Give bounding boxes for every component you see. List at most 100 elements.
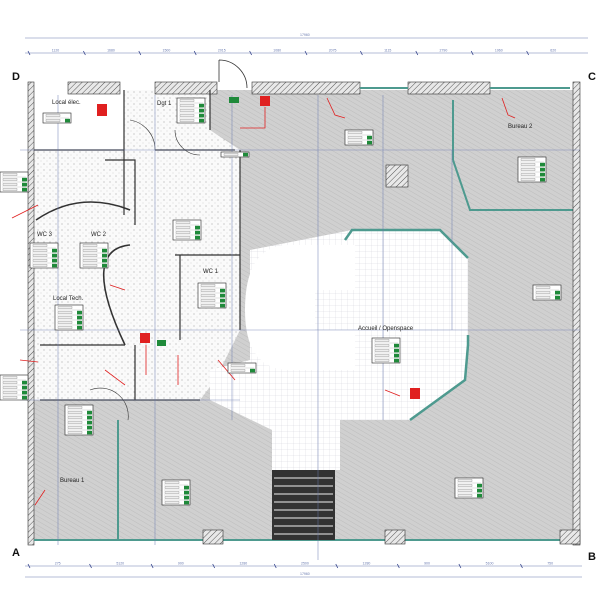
status-ok-icon <box>184 500 189 505</box>
status-ok-icon <box>199 113 204 118</box>
pillar <box>384 529 406 545</box>
equipment-table <box>172 219 202 241</box>
outer-wall-top-4 <box>407 81 491 95</box>
status-ok-icon <box>220 293 225 298</box>
status-ok-icon <box>184 490 189 495</box>
dimension-label: 1500 <box>163 49 171 53</box>
dimension-label: 5100 <box>486 562 494 566</box>
status-ok-icon <box>65 118 70 123</box>
equipment-table <box>197 282 227 309</box>
room-label-local-tech: Local Tech. <box>53 296 84 302</box>
status-ok-icon <box>394 358 399 363</box>
status-ok-icon <box>250 368 255 373</box>
dimension-tick <box>273 563 277 569</box>
status-ok-icon <box>220 288 225 293</box>
outer-wall-top-3 <box>251 81 361 95</box>
dimension-tick <box>27 563 31 569</box>
status-ok-icon <box>394 343 399 348</box>
fire-extinguisher-icon <box>410 388 420 399</box>
dimension-tick <box>458 563 462 569</box>
dimension-tick <box>396 563 400 569</box>
equipment-table <box>532 284 562 301</box>
equipment-table <box>227 362 257 374</box>
corridor-floor <box>34 90 240 400</box>
status-ok-icon <box>87 420 92 425</box>
equipment-table <box>220 151 250 158</box>
axis-label-b: B <box>588 551 596 563</box>
axis-label-d: D <box>12 71 20 83</box>
status-ok-icon <box>540 177 545 182</box>
status-ok-icon <box>52 263 57 268</box>
equipment-table <box>176 97 206 124</box>
dimension-label: 1115 <box>384 49 391 53</box>
fire-extinguisher-icon <box>140 333 150 343</box>
room-label-bureau2: Bureau 2 <box>508 124 533 130</box>
dimension-label: 5120 <box>116 562 124 566</box>
equipment-table <box>454 477 484 499</box>
dimension-tick <box>360 50 363 56</box>
status-ok-icon <box>22 395 27 400</box>
pillar <box>385 164 409 188</box>
lower-hall-floor <box>40 345 130 400</box>
status-ok-icon <box>102 258 107 263</box>
status-ok-icon <box>540 162 545 167</box>
room-label-wc3: WC 3 <box>37 232 53 238</box>
dimension-label: 1280 <box>363 562 371 566</box>
dimension-label: 2015 <box>218 49 226 53</box>
dimension-label: 750 <box>547 562 553 566</box>
curved-wall <box>35 201 131 346</box>
exit-sign-icon <box>157 340 166 346</box>
room-label-accueil: Accueil / Openspace <box>358 326 414 332</box>
status-ok-icon <box>87 410 92 415</box>
status-ok-icon <box>367 140 372 145</box>
axis-label-c: C <box>588 71 596 83</box>
status-ok-icon <box>22 385 27 390</box>
status-ok-icon <box>77 315 82 320</box>
top-total-dimension: 17960 <box>300 33 310 37</box>
equipment-table <box>517 156 547 183</box>
room-label-wc1: WC 1 <box>203 269 219 275</box>
status-ok-icon <box>477 488 482 493</box>
pillar <box>559 529 581 545</box>
equipment-table <box>371 337 401 364</box>
status-ok-icon <box>22 380 27 385</box>
dimension-label: 2500 <box>301 562 309 566</box>
dimension-tick <box>150 563 154 569</box>
outer-wall-top-2 <box>154 81 218 95</box>
status-ok-icon <box>22 177 27 182</box>
room-label-wc2: WC 2 <box>91 232 107 238</box>
dimension-label: 620 <box>550 49 556 53</box>
status-ok-icon <box>195 225 200 230</box>
door-arc <box>89 387 129 421</box>
status-ok-icon <box>87 430 92 435</box>
status-ok-icon <box>77 310 82 315</box>
status-ok-icon <box>540 172 545 177</box>
status-ok-icon <box>367 135 372 140</box>
dimension-label: 1120 <box>52 49 60 53</box>
room-label-bureau1: Bureau 1 <box>60 478 85 484</box>
dimension-tick <box>138 50 142 56</box>
equipment-table <box>344 129 374 146</box>
fire-extinguisher-icon <box>260 96 270 106</box>
dimension-label: 900 <box>424 562 430 566</box>
room-label-local-elec: Local élec. <box>52 100 81 106</box>
status-ok-icon <box>184 495 189 500</box>
dimension-tick <box>83 50 86 56</box>
entrance-door-arc <box>218 59 248 89</box>
dimension-label: 1960 <box>495 49 503 53</box>
dimension-tick <box>526 50 529 56</box>
equipment-table <box>161 479 191 506</box>
status-ok-icon <box>195 230 200 235</box>
exit-sign-icon <box>229 97 239 103</box>
door-arc <box>174 129 201 156</box>
equipment-table <box>0 171 29 193</box>
dimension-tick <box>304 50 308 56</box>
status-ok-icon <box>394 348 399 353</box>
status-ok-icon <box>184 485 189 490</box>
status-ok-icon <box>87 415 92 420</box>
status-ok-icon <box>22 187 27 192</box>
dimension-tick <box>249 50 252 56</box>
status-ok-icon <box>555 290 560 295</box>
status-ok-icon <box>52 248 57 253</box>
equipment-table <box>42 112 72 124</box>
